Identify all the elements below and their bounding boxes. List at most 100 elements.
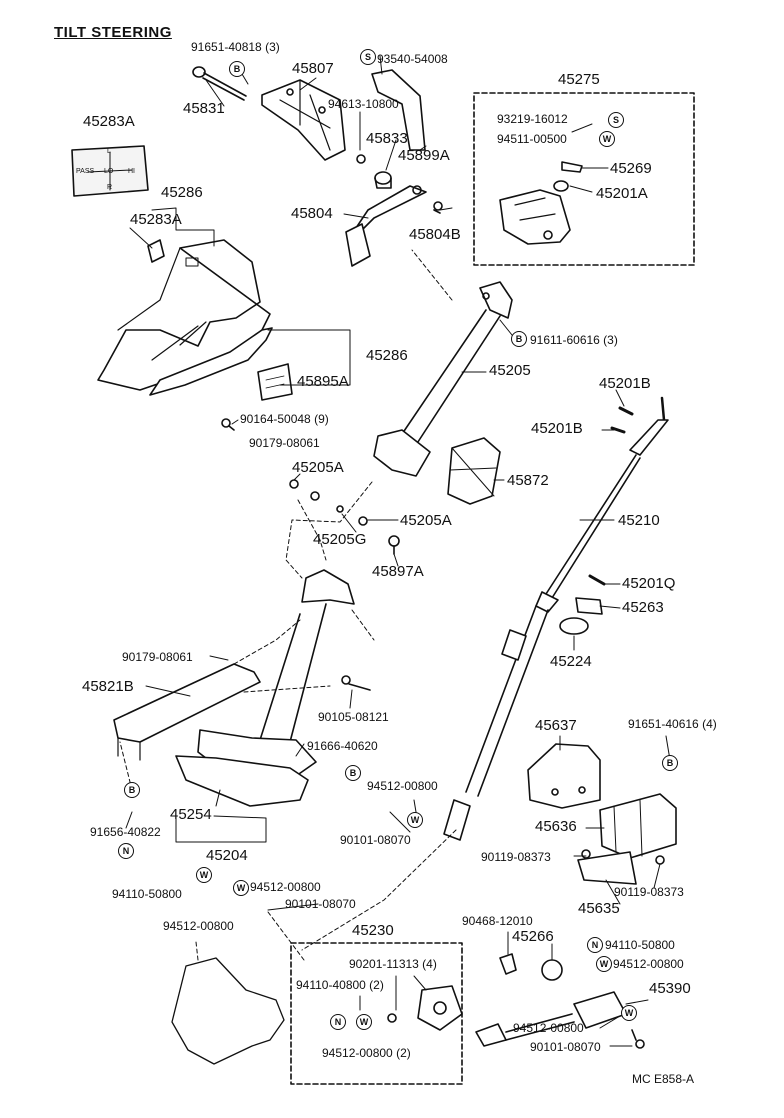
part-label: 45210: [618, 512, 660, 529]
part-label: 45201A: [596, 185, 648, 202]
part-label: 45283A: [130, 211, 182, 228]
part-label: 45224: [550, 653, 592, 670]
part-label: 45204: [206, 847, 248, 864]
nut-symbol-n: N: [330, 1014, 346, 1030]
bolt-90119-b: [655, 855, 665, 865]
part-label: 45266: [512, 928, 554, 945]
part-label: 94512-00800: [367, 779, 438, 793]
part-label: 45263: [622, 599, 664, 616]
cover-clip-45283A: [147, 239, 165, 263]
bolt-90101-c: [631, 1029, 645, 1049]
part-label: 45201Q: [622, 575, 676, 592]
boot-45872: [447, 437, 501, 505]
part-label: 45833: [366, 130, 408, 147]
bracket-45899A: [371, 69, 426, 151]
bolt-symbol-b: B: [662, 755, 678, 771]
part-label: 90179-08061: [249, 436, 320, 450]
part-label: 45821B: [82, 678, 134, 695]
part-label: 45390: [649, 980, 691, 997]
part-label: 91656-40822: [90, 825, 161, 839]
coupling-45230: [387, 985, 463, 1031]
part-label: 90119-08373: [481, 850, 551, 864]
nut-45205A-3: [358, 516, 368, 526]
emblem-45895A: [257, 363, 293, 401]
part-label: 94512-00800: [513, 1021, 584, 1035]
bolt-45897A: [388, 535, 400, 555]
part-label: 45254: [170, 806, 212, 823]
lower-shaft: [443, 605, 549, 841]
part-label: 45804B: [409, 226, 461, 243]
part-label: 94512-00800: [163, 919, 234, 933]
part-label: 45205A: [400, 512, 452, 529]
clips-45201B: [610, 406, 634, 434]
part-label: 45201B: [531, 420, 583, 437]
part-label: 45205: [489, 362, 531, 379]
nut-45205A-1: [289, 479, 299, 489]
leader-45286-right: [267, 329, 351, 386]
part-label: 94512-00800: [250, 880, 321, 894]
washer-symbol-w: W: [233, 880, 249, 896]
part-label: 94512-00800 (2): [322, 1046, 411, 1060]
part-label: 94110-50800: [605, 938, 675, 952]
part-label: 45230: [352, 922, 394, 939]
lock-ring: [553, 180, 569, 192]
washer-symbol-w: W: [407, 812, 423, 828]
placard-center-label: LO: [104, 168, 114, 175]
part-label: 90105-08121: [318, 710, 389, 724]
part-label: 90468-12010: [462, 914, 533, 928]
part-label: 90164-50048 (9): [240, 412, 329, 426]
washer-symbol-w: W: [356, 1014, 372, 1030]
part-label: 45269: [610, 160, 652, 177]
steering-gear-box: [171, 957, 285, 1065]
part-label: 45637: [535, 717, 577, 734]
part-label: 90201-11313 (4): [349, 957, 437, 971]
part-label: 94110-50800: [112, 887, 182, 901]
part-label: 45201B: [599, 375, 651, 392]
part-label: 45636: [535, 818, 577, 835]
bolt-90105: [341, 675, 371, 691]
part-label: 45205A: [292, 459, 344, 476]
bolt-90119-a: [581, 849, 591, 859]
bolt-symbol-b: B: [124, 782, 140, 798]
nut-45205A-2: [310, 491, 320, 501]
washer-94613: [356, 154, 366, 164]
part-label: 45899A: [398, 147, 450, 164]
clip-90468: [499, 953, 517, 975]
placard-top-label: L: [107, 148, 111, 155]
bolt-45831: [192, 66, 247, 101]
placard-bottom-label: R: [107, 184, 113, 191]
diagram-title: TILT STEERING: [54, 24, 172, 41]
part-label: 91611-60616 (3): [530, 333, 618, 347]
nut-symbol-n: N: [118, 843, 134, 859]
part-label: 45872: [507, 472, 549, 489]
part-label: 45897A: [372, 563, 424, 580]
stud-symbol-s: S: [360, 49, 376, 65]
part-label: 90101-08070: [340, 833, 411, 847]
placard-left-label: PASS: [76, 168, 95, 175]
bushing-45263: [575, 597, 603, 615]
part-label: 45635: [578, 900, 620, 917]
bracket-45635: [577, 851, 637, 885]
part-label: 94110-40800 (2): [296, 978, 384, 992]
collar-45833: [374, 171, 392, 189]
motor-45636: [599, 793, 677, 859]
ring-45224: [559, 617, 589, 635]
grommet-45266: [541, 959, 563, 981]
column-cover-45286: [97, 239, 273, 396]
part-label: 91651-40818 (3): [191, 40, 280, 54]
lower-column-45254: [175, 569, 355, 807]
screw-45804B: [433, 201, 443, 214]
part-label: 94511-00500: [497, 132, 567, 146]
part-label: 45807: [292, 60, 334, 77]
washer-symbol-w: W: [196, 867, 212, 883]
part-label: 45286: [366, 347, 408, 364]
group-box-45275: [473, 92, 695, 266]
pin-45205G: [336, 505, 344, 513]
part-label: 94613-10800: [328, 97, 399, 111]
stud-symbol-s: S: [608, 112, 624, 128]
part-label: 90119-08373: [614, 885, 684, 899]
washer-symbol-w: W: [621, 1005, 637, 1021]
part-label: 94512-00800: [613, 957, 684, 971]
